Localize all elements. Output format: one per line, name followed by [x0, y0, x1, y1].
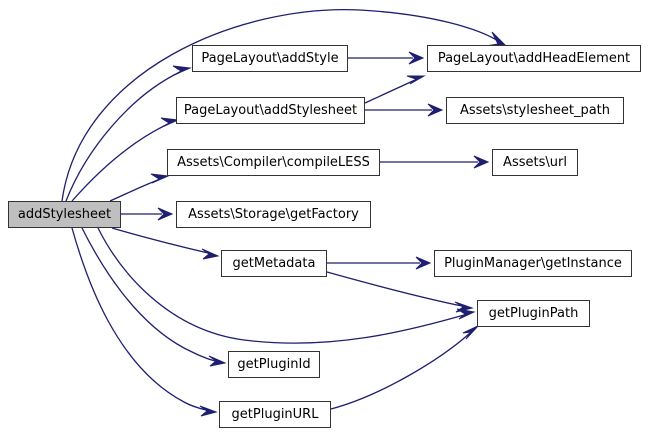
- edge-addStylesheet-to-assets_compileLESS: [109, 179, 159, 202]
- arrowhead-addStylesheet-to-assets_getFactory: [157, 207, 174, 221]
- edge-addStylesheet-to-getPluginId: [81, 227, 216, 362]
- arrowhead-addStylesheet-to-pl_addStylesheet: [160, 117, 180, 128]
- arrowhead-addStylesheet-to-pl_addHeadElement: [485, 31, 508, 47]
- arrowhead-addStylesheet-to-getPluginId: [208, 355, 227, 367]
- arrowhead-addStylesheet-to-assets_compileLESS: [150, 173, 170, 184]
- graph-node-label: PluginManager\getInstance: [444, 256, 622, 271]
- graph-node-getPluginPath[interactable]: getPluginPath: [477, 300, 590, 327]
- graph-node-pluginManager_getInstance[interactable]: PluginManager\getInstance: [434, 250, 632, 277]
- arrowhead-assets_compileLESS-to-assets_url: [473, 155, 490, 169]
- graph-node-label: Assets\Compiler\compileLESS: [177, 155, 370, 170]
- graph-node-getPluginURL[interactable]: getPluginURL: [219, 401, 331, 428]
- graph-node-assets_url[interactable]: Assets\url: [492, 149, 578, 176]
- graph-node-label: Assets\url: [503, 155, 567, 170]
- graph-node-label: getPluginPath: [488, 306, 579, 321]
- arrowhead-getMetadata-to-pluginManager_getInstance: [415, 256, 432, 270]
- graph-node-label: getPluginId: [237, 357, 311, 372]
- edge-addStylesheet-to-getMetadata: [111, 227, 209, 254]
- edge-getMetadata-to-getPluginPath: [326, 271, 463, 307]
- edge-addStylesheet-to-getPluginPath: [97, 227, 465, 344]
- arrowhead-pl_addStylesheet-to-pl_addHeadElement: [406, 75, 426, 85]
- arrowhead-addStylesheet-to-pl_addStyle: [172, 65, 192, 76]
- graph-node-pl_addStylesheet[interactable]: PageLayout\addStylesheet: [176, 97, 365, 124]
- graph-node-label: Assets\stylesheet_path: [459, 103, 611, 118]
- graph-node-label: PageLayout\addStylesheet: [183, 103, 358, 118]
- graph-node-assets_getFactory[interactable]: Assets\Storage\getFactory: [176, 201, 371, 228]
- edge-getPluginURL-to-getPluginPath: [330, 332, 471, 410]
- graph-node-label: getPluginURL: [231, 407, 319, 422]
- graph-node-label: Assets\Storage\getFactory: [188, 207, 359, 222]
- graph-node-assets_compileLESS[interactable]: Assets\Compiler\compileLESS: [167, 149, 380, 176]
- edge-addStylesheet-to-pl_addHeadElement: [61, 8, 501, 202]
- arrowhead-addStylesheet-to-getPluginURL: [199, 405, 218, 417]
- edge-addStylesheet-to-pl_addStyle: [65, 71, 181, 202]
- graph-node-pl_addHeadElement[interactable]: PageLayout\addHeadElement: [427, 45, 641, 72]
- edge-pl_addStylesheet-to-pl_addHeadElement: [364, 79, 416, 104]
- arrowhead-pl_addStylesheet-to-assets_stylesheet_path: [427, 103, 444, 117]
- arrowhead-pl_addStyle-to-pl_addHeadElement: [408, 51, 425, 65]
- graph-node-getPluginId[interactable]: getPluginId: [228, 351, 320, 378]
- graph-node-pl_addStyle[interactable]: PageLayout\addStyle: [192, 45, 348, 72]
- edge-addStylesheet-to-getPluginURL: [71, 227, 207, 411]
- graph-node-label: addStylesheet: [17, 207, 112, 222]
- arrowhead-getMetadata-to-getPluginPath: [454, 301, 474, 313]
- graph-node-label: PageLayout\addStyle: [201, 51, 339, 66]
- arrowhead-addStylesheet-to-getMetadata: [201, 248, 220, 260]
- graph-node-assets_stylesheet_path[interactable]: Assets\stylesheet_path: [446, 97, 624, 124]
- graph-node-label: PageLayout\addHeadElement: [437, 51, 631, 66]
- edge-addStylesheet-to-pl_addStylesheet: [71, 123, 169, 202]
- graph-node-label: getMetadata: [232, 256, 316, 271]
- graph-node-getMetadata[interactable]: getMetadata: [221, 250, 327, 277]
- graph-node-addStylesheet[interactable]: addStylesheet: [8, 201, 121, 228]
- arrowhead-getPluginURL-to-getPluginPath: [462, 325, 479, 340]
